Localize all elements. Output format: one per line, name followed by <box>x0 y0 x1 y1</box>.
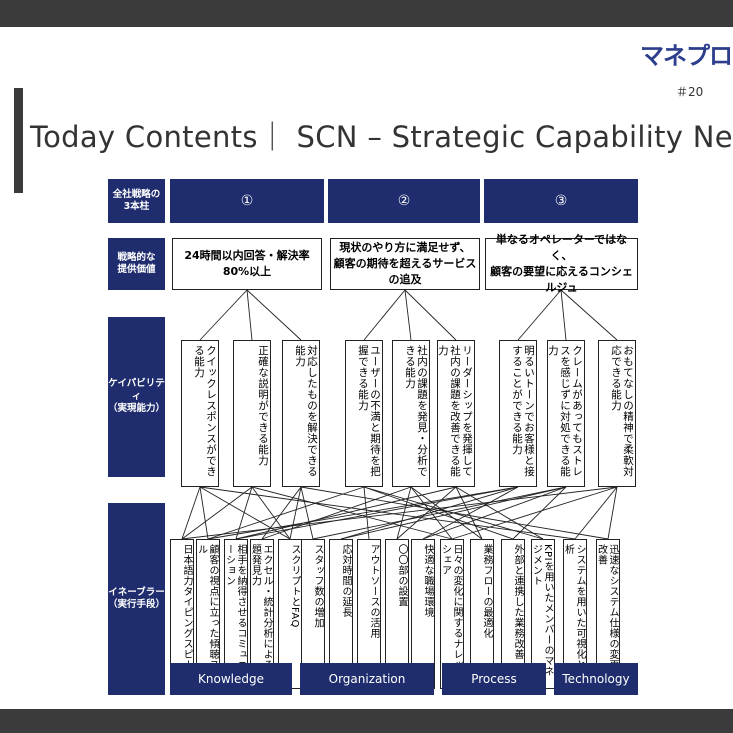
connector-line <box>396 486 412 540</box>
connector-line <box>199 486 291 540</box>
category-knowledge: Knowledge <box>170 663 292 695</box>
page-title: Today Contents｜ SCN – Strategic Capabili… <box>30 120 733 154</box>
connector-line <box>517 289 562 341</box>
connector-line <box>560 289 618 341</box>
capability-box: 正確な説明ができる能力 <box>233 340 271 487</box>
connector-line <box>246 289 302 341</box>
connector-line <box>235 486 457 540</box>
capability-box: クイックレスポンスができる能力 <box>181 340 219 487</box>
capability-box: 明るいトーンでお客様と接することができる能力 <box>499 340 537 487</box>
connector-line <box>512 486 567 540</box>
connector-line <box>451 486 618 540</box>
connector-line <box>207 486 365 540</box>
pillar-1: ① <box>170 179 324 223</box>
row-header-pillars: 全社戦略の 3本柱 <box>108 179 165 223</box>
connector-line <box>207 486 519 540</box>
pillar-2: ② <box>328 179 480 223</box>
value-box-3: 単なるオペレーターではなく、 顧客の要望に応えるコンシェルジュ <box>485 233 638 294</box>
connector-line <box>181 486 618 540</box>
connector-line <box>235 486 519 540</box>
connector-line <box>363 289 406 341</box>
issue-number: ＃20 <box>676 85 704 99</box>
capability-box: リーダーシップを発揮して社内の課題を改善できる能力 <box>437 340 475 487</box>
value-box-1: 24時間以内回答・解決率80%以上 <box>172 238 322 290</box>
connector-line <box>300 486 314 540</box>
connector-line <box>422 486 519 540</box>
slide: マネプロ ＃20 Today Contents｜ SCN – Strategic… <box>0 27 733 709</box>
connector-line <box>289 486 302 540</box>
connector-lines <box>181 289 618 540</box>
connector-line <box>574 486 618 540</box>
connector-line <box>455 486 483 540</box>
connector-line <box>199 486 209 540</box>
title-accent-bar <box>14 88 23 193</box>
connector-line <box>261 486 412 540</box>
capability-box: 対応したものを解決できる能力 <box>282 340 320 487</box>
connector-line <box>410 486 483 540</box>
connector-line <box>340 486 519 540</box>
connector-line <box>422 486 567 540</box>
connector-line <box>404 289 412 341</box>
connector-line <box>251 486 453 540</box>
connector-line <box>199 289 248 341</box>
connector-line <box>181 486 201 540</box>
connector-line <box>246 289 253 341</box>
category-process: Process <box>442 663 546 695</box>
brand-logo: マネプロ <box>640 42 733 70</box>
capability-box: クレームがあってもストレスを感じずに対処できる能力 <box>547 340 585 487</box>
row-header-enabler: イネーブラー （実行手段） <box>108 503 165 695</box>
connector-line <box>560 289 567 341</box>
category-organization: Organization <box>300 663 434 695</box>
row-header-value: 戦略的な 提供価値 <box>108 238 165 290</box>
capability-box: 社内の課題を発見・分析できる能力 <box>392 340 430 487</box>
pillar-3: ③ <box>484 179 638 223</box>
connector-line <box>261 486 302 540</box>
value-box-2: 現状のやり方に満足せず、 顧客の期待を超えるサービスの追及 <box>330 238 480 290</box>
row-header-capability: ケイパビリティ （実現能力） <box>108 317 165 477</box>
capability-box: おもてなしの精神で柔軟対応できる能力 <box>598 340 636 487</box>
capability-box: ユーザーの不満と期待を把握できる能力 <box>345 340 383 487</box>
connector-line <box>607 486 618 540</box>
category-technology: Technology <box>554 663 638 695</box>
connector-line <box>235 486 253 540</box>
connector-line <box>181 486 253 540</box>
connector-line <box>404 289 457 341</box>
connector-line <box>340 486 567 540</box>
connector-line <box>312 486 567 540</box>
connector-line <box>363 486 370 540</box>
connector-line <box>396 486 457 540</box>
